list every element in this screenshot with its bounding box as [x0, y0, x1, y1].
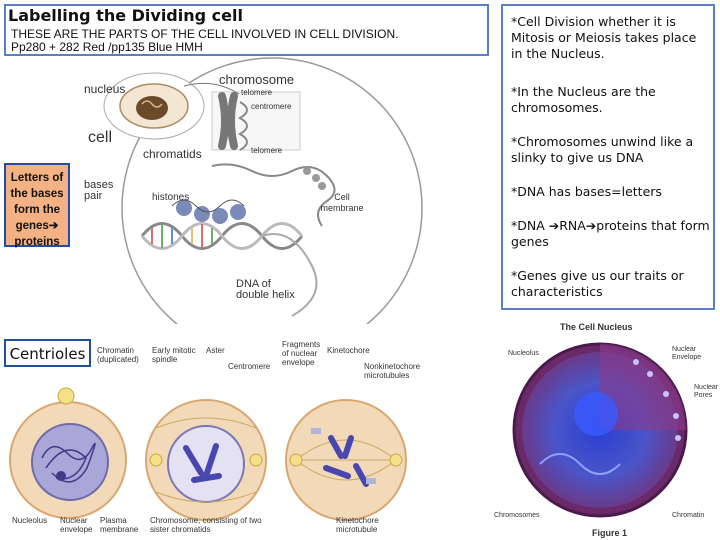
label-centromere: centromere: [251, 102, 292, 111]
label-nuclear-envelope-mitosis: Nuclear envelope: [60, 516, 93, 534]
label-chromosome-sister: Chromosome, consisting of two sister chr…: [150, 516, 262, 534]
chromatid-left: [218, 92, 229, 150]
label-nuclear-envelope-figure: Nuclear Envelope: [672, 346, 702, 361]
letters-text: Letters of the bases form the genes➔ pro…: [10, 172, 64, 248]
label-centromere-mitosis: Centromere: [228, 362, 271, 371]
chromatid-right: [227, 92, 238, 150]
label-kinetochore: Kinetochore: [327, 346, 370, 355]
label-plasma-membrane: Plasma membrane: [100, 516, 139, 534]
nucleolus-shape: [136, 96, 168, 120]
label-bases-pair: bases pair: [84, 179, 114, 202]
note-6: *Genes give us our traits or characteris…: [511, 268, 684, 299]
label-cell: cell: [88, 129, 113, 146]
notes-box: *Cell Division whether it is Mitosis or …: [501, 4, 715, 310]
label-telomere-top: telomere: [241, 88, 273, 97]
note-1: *Cell Division whether it is Mitosis or …: [511, 14, 697, 61]
label-aster: Aster: [206, 346, 225, 355]
histone-beads: [171, 199, 246, 224]
page-subtitle: THESE ARE THE PARTS OF THE CELL INVOLVED…: [11, 27, 399, 41]
page-reference: Pp280 + 282 Red /pp135 Blue HMH: [11, 40, 203, 54]
nucleolus-shape-figure: [574, 392, 618, 436]
label-chromatin-figure: Chromatin: [672, 512, 705, 519]
label-dna-helix: DNA of double helix: [236, 278, 295, 301]
page-title: Labelling the Dividing cell: [8, 6, 243, 25]
nucleus-figure: [512, 342, 688, 518]
label-histones: histones: [152, 192, 190, 203]
label-nucleolus-mitosis: Nucleolus: [12, 516, 48, 525]
mitosis-cell-2: [145, 399, 267, 521]
label-fragments: Fragments of nuclear envelope: [282, 340, 321, 367]
label-chromosomes-figure: Chromosomes: [494, 512, 540, 519]
cell-diagram: [103, 57, 423, 324]
title-box: [4, 4, 489, 56]
mitosis-cell-3: [285, 399, 407, 521]
label-chromosome: chromosome: [219, 72, 295, 87]
label-nonkinetochore: Nonkinetochore microtubules: [364, 362, 421, 380]
label-nucleolus-figure: Nucleolus: [508, 350, 539, 357]
centrioles-box: Centrioles: [4, 339, 91, 367]
cell-membrane-circle: [121, 57, 423, 324]
centrioles-label: Centrioles: [9, 345, 86, 363]
nucleus-figure-title: The Cell Nucleus: [560, 322, 633, 332]
label-chromatin: Chromatin (duplicated): [97, 346, 139, 364]
note-3: *Chromosomes unwind like a slinky to giv…: [511, 134, 694, 165]
note-2: *In the Nucleus are the chromosomes.: [511, 84, 656, 115]
label-nucleus: nucleus: [84, 82, 126, 96]
note-5: *DNA ➔RNA➔proteins that form genes: [511, 218, 710, 249]
chromatin-fibre: [211, 163, 336, 227]
mitosis-cell-1: [9, 387, 127, 519]
label-kinetochore-microtubule: Kinetochore microtubule: [336, 516, 379, 534]
letters-box: Letters of the bases form the genes➔ pro…: [4, 163, 70, 248]
figure-caption: Figure 1: [592, 528, 628, 538]
dna-double-helix: [140, 222, 304, 250]
label-early-spindle: Early mitotic spindle: [152, 346, 196, 364]
label-cell-membrane: Cell membrane: [320, 192, 364, 213]
note-4: *DNA has bases=letters: [511, 184, 662, 199]
label-telomere-bottom: telomere: [251, 146, 283, 155]
label-nuclear-pores: Nuclear Pores: [694, 384, 719, 399]
mitosis-diagram: [9, 387, 407, 521]
label-chromatids: chromatids: [143, 147, 202, 161]
